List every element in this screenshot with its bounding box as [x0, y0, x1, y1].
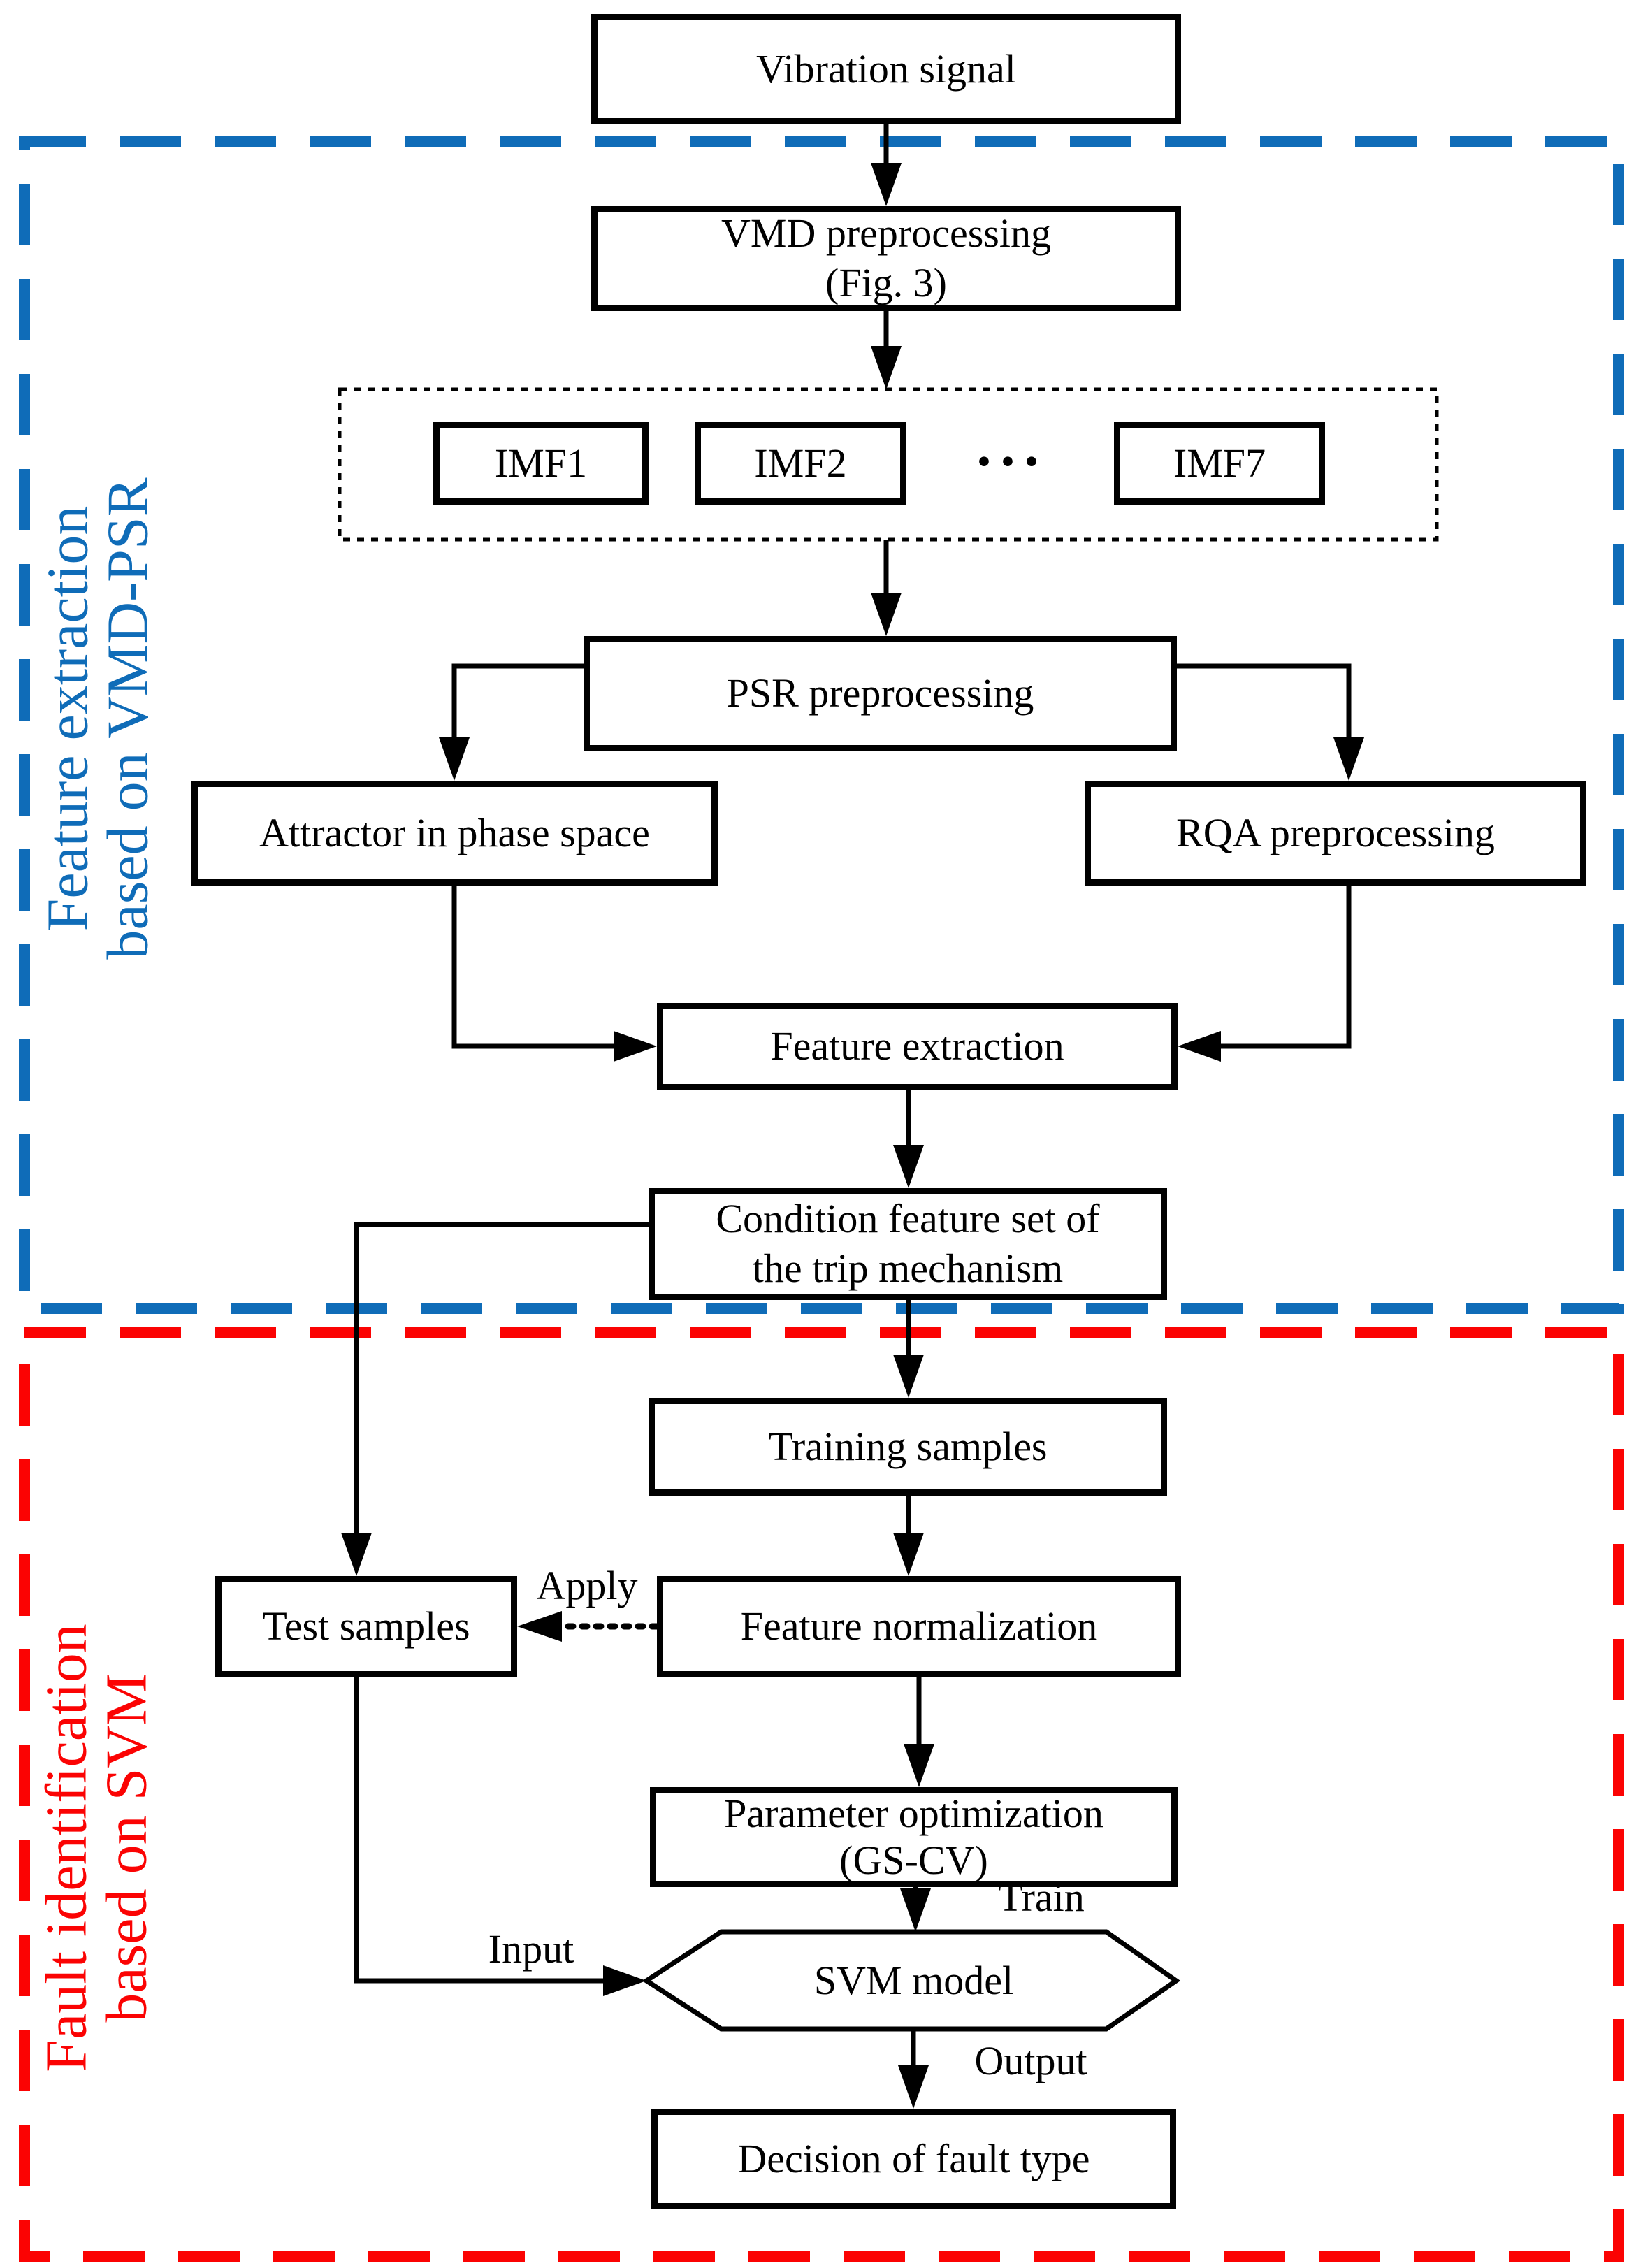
edge-label-input: Input	[458, 1923, 605, 1974]
node-vmd-preprocessing-line1: VMD preprocessing	[721, 210, 1051, 257]
node-training-samples-label: Training samples	[768, 1423, 1048, 1469]
node-psr-preprocessing: PSR preprocessing	[584, 636, 1177, 751]
edge-psr-rqa	[1177, 663, 1352, 739]
imf-ellipsis-glyph: ···	[974, 428, 1046, 494]
vmd-psr-region-label: Feature extraction based on VMD-PSR	[35, 477, 160, 960]
node-decision-fault-type: Decision of fault type	[651, 2109, 1176, 2209]
node-imf1: IMF1	[433, 422, 649, 505]
vmd-psr-region-border	[19, 136, 1624, 1314]
svm-region-label-line2: based on SVM	[94, 1673, 159, 2023]
arrowhead-psr-rqa	[1333, 737, 1364, 781]
node-attractor-phase-space: Attractor in phase space	[191, 781, 718, 886]
node-rqa-preprocessing: RQA preprocessing	[1085, 781, 1586, 886]
edge-test-svm-input	[354, 1677, 605, 1984]
svm-region-border	[19, 1327, 1624, 2262]
arrowhead-param-svm	[900, 1888, 931, 1932]
node-vmd-preprocessing: VMD preprocessing (Fig. 3)	[591, 206, 1181, 311]
node-condition-feature-set-line2: the trip mechanism	[752, 1245, 1064, 1291]
node-training-samples: Training samples	[649, 1398, 1167, 1496]
node-attractor-phase-space-label: Attractor in phase space	[259, 809, 650, 855]
node-vmd-preprocessing-line2: (Fig. 3)	[825, 260, 947, 305]
edge-label-output: Output	[940, 2035, 1122, 2086]
svm-model-hexagon	[642, 1929, 1181, 2032]
edge-psr-attractor	[451, 663, 584, 739]
arrowhead-input-svm	[603, 1965, 646, 1996]
arrowhead-training-normalization	[893, 1533, 924, 1576]
node-rqa-preprocessing-label: RQA preprocessing	[1176, 809, 1495, 855]
node-feature-extraction: Feature extraction	[657, 1003, 1178, 1090]
arrowhead-svm-decision	[898, 2065, 929, 2109]
arrowhead-vibration-vmd	[871, 163, 902, 206]
node-vibration-signal-label: Vibration signal	[756, 45, 1016, 92]
node-decision-fault-type-label: Decision of fault type	[737, 2135, 1090, 2181]
input-label-text: Input	[488, 1926, 574, 1972]
svm-region-label: Fault identification based on SVM	[34, 1624, 159, 2072]
train-label-text: Train	[998, 1874, 1085, 1920]
node-feature-extraction-label: Feature extraction	[770, 1023, 1064, 1069]
node-vibration-signal: Vibration signal	[591, 14, 1181, 124]
edge-label-apply: Apply	[500, 1560, 674, 1610]
node-test-samples-label: Test samples	[262, 1603, 470, 1649]
output-label-text: Output	[974, 2037, 1087, 2083]
edge-attractor-fe	[451, 886, 615, 1049]
svm-model-text: SVM model	[813, 1958, 1014, 2003]
node-test-samples: Test samples	[215, 1576, 517, 1677]
edge-label-train: Train	[961, 1872, 1122, 1922]
node-parameter-optimization-line2: (GS-CV)	[839, 1837, 988, 1883]
node-feature-normalization-label: Feature normalization	[740, 1603, 1098, 1649]
apply-label-text: Apply	[536, 1562, 638, 1608]
arrowhead-fe-condition	[893, 1145, 924, 1188]
edge-rqa-fe	[1219, 886, 1352, 1049]
arrowhead-condition-training	[893, 1355, 924, 1398]
arrowhead-apply	[517, 1611, 562, 1642]
node-imf2-label: IMF2	[754, 440, 847, 486]
arrowhead-rqa-fe	[1178, 1031, 1221, 1062]
node-psr-preprocessing-label: PSR preprocessing	[726, 670, 1034, 716]
node-imf1-label: IMF1	[494, 440, 588, 486]
edge-condition-test	[354, 1222, 649, 1534]
node-feature-normalization: Feature normalization	[657, 1576, 1181, 1677]
node-svm-model-label: SVM model	[721, 1932, 1106, 2029]
arrowhead-vmd-imf	[871, 346, 902, 389]
svm-region-label-line1: Fault identification	[34, 1624, 99, 2072]
node-condition-feature-set-line1: Condition feature set of	[716, 1196, 1100, 1242]
node-parameter-optimization: Parameter optimization (GS-CV)	[650, 1787, 1178, 1887]
vmd-psr-region-label-line1: Feature extraction	[35, 505, 101, 932]
node-imf7: IMF7	[1114, 422, 1325, 505]
arrowhead-normalization-param	[904, 1744, 934, 1787]
imf-ellipsis: ···	[968, 419, 1052, 503]
vmd-psr-region-label-line2: based on VMD-PSR	[95, 477, 160, 960]
node-condition-feature-set: Condition feature set of the trip mechan…	[649, 1188, 1167, 1300]
arrowhead-condition-test	[341, 1533, 372, 1576]
arrowhead-psr-attractor	[439, 737, 470, 781]
node-imf7-label: IMF7	[1173, 440, 1266, 486]
node-parameter-optimization-line1: Parameter optimization	[724, 1790, 1103, 1836]
arrowhead-attractor-fe	[614, 1031, 657, 1062]
arrowhead-imf-psr	[871, 593, 902, 636]
node-imf2: IMF2	[695, 422, 906, 505]
